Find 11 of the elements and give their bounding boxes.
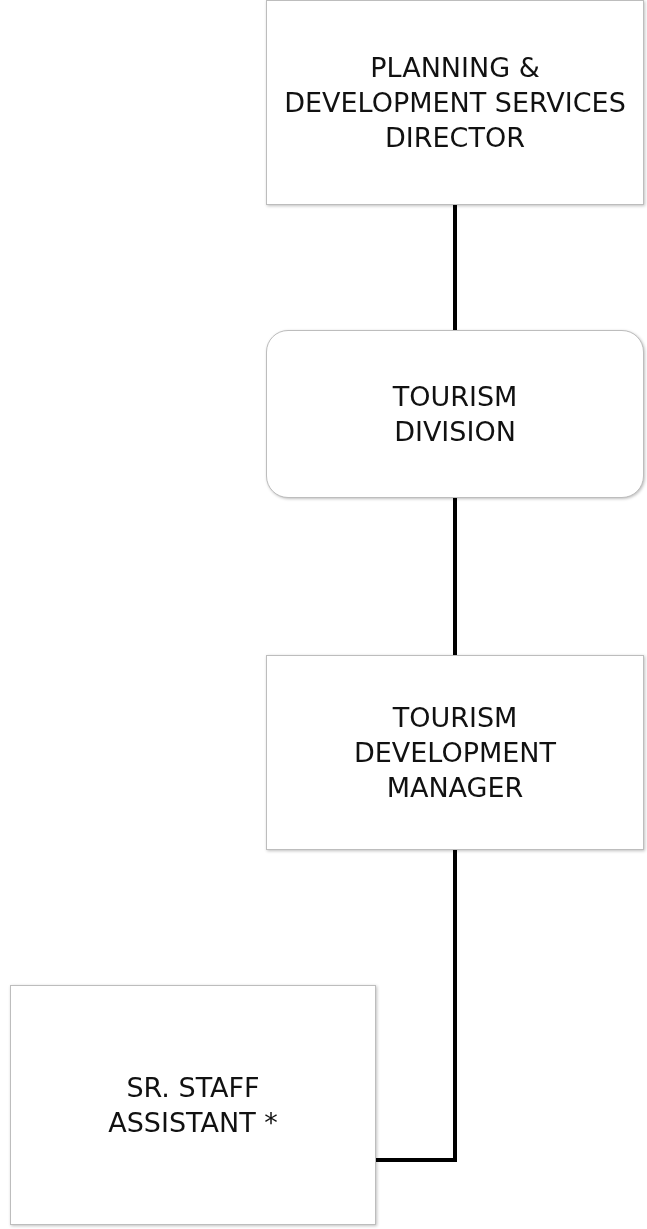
position-title: TOURISM DEVELOPMENT MANAGER <box>352 700 557 806</box>
connector-line <box>453 498 457 655</box>
position-title: PLANNING & DEVELOPMENT SERVICES DIRECTOR <box>283 50 627 156</box>
position-title: SR. STAFF ASSISTANT * <box>107 1070 279 1140</box>
position-box <box>266 655 644 850</box>
rounded-box <box>266 330 644 498</box>
connector-line <box>453 205 457 330</box>
position-box <box>266 0 644 205</box>
position-box <box>10 985 376 1225</box>
position-title: TOURISM DIVISION <box>391 379 519 449</box>
connector-line <box>376 850 457 1162</box>
